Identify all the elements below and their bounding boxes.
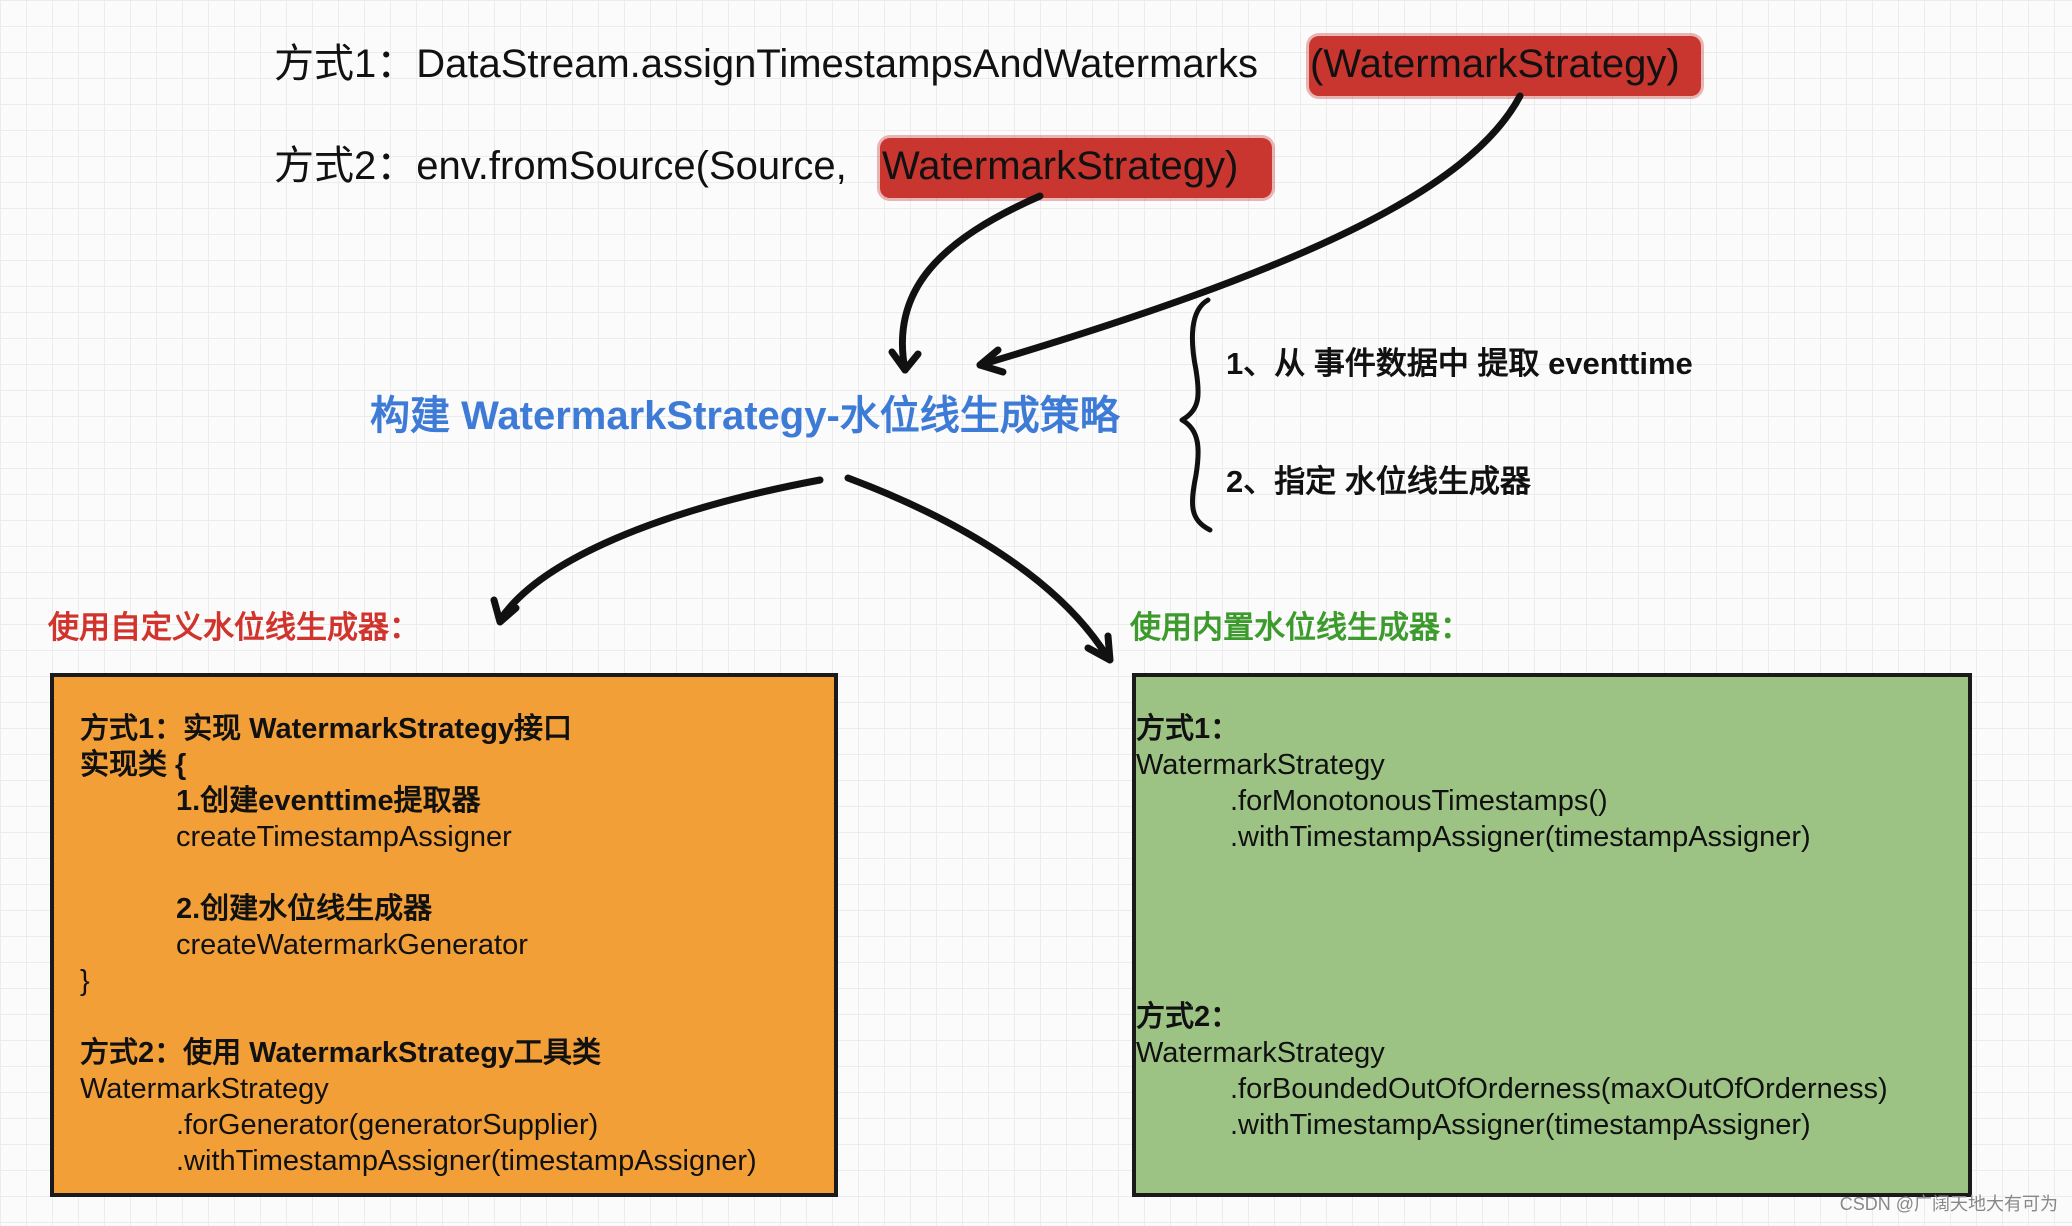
builtin-method2-bounded: .forBoundedOutOfOrderness(maxOutOfOrdern… <box>1230 1073 1888 1105</box>
arrow-custom-head <box>490 596 520 626</box>
builtin-method2-class: WatermarkStrategy <box>1136 1037 1385 1069</box>
builtin-method1-monotonous: .forMonotonousTimestamps() <box>1230 785 1608 817</box>
builtin-method1-label: 方式1： <box>1136 713 1240 745</box>
note-watermark-generator: 2、指定 水位线生成器 <box>1226 464 1531 499</box>
left-section-label: 使用自定义水位线生成器： <box>48 610 420 645</box>
note-extract-eventtime: 1、从 事件数据中 提取 eventtime <box>1226 346 1693 381</box>
arrow-method1-to-title <box>976 92 1524 369</box>
arrow-method2-to-title <box>898 192 1044 374</box>
builtin-generator-box: 方式1： WatermarkStrategy .forMonotonousTim… <box>1132 673 1972 1197</box>
builtin-method1-class: WatermarkStrategy <box>1136 749 1385 781</box>
method2-text: 方式2：env.fromSource(Source, <box>274 142 847 190</box>
method2-prefix: 方式2：env.fromSource(Source, <box>274 144 847 188</box>
custom-impl-class-close: } <box>80 965 90 997</box>
arrow-builtin-head <box>1084 632 1114 664</box>
arrow-title-to-builtin <box>844 474 1112 662</box>
custom-step2-method: createWatermarkGenerator <box>176 929 528 961</box>
custom-step1-method: createTimestampAssigner <box>176 821 512 853</box>
arrow-title-to-custom <box>496 476 824 624</box>
arrow-method2-head <box>888 348 922 374</box>
custom-method2-line: 方式2：使用 WatermarkStrategy工具类 <box>80 1037 602 1069</box>
builtin-method1-with-assigner: .withTimestampAssigner(timestampAssigner… <box>1230 821 1811 853</box>
method1-highlight: (WatermarkStrategy) <box>1310 42 1680 86</box>
custom-method1-line: 方式1：实现 WatermarkStrategy接口 <box>80 713 573 745</box>
method1-prefix: 方式1：DataStream.assignTimestampsAndWaterm… <box>274 42 1258 86</box>
custom-method2-with-assigner: .withTimestampAssigner(timestampAssigner… <box>176 1145 757 1177</box>
method1-text: 方式1：DataStream.assignTimestampsAndWaterm… <box>274 40 1258 88</box>
custom-step2: 2.创建水位线生成器 <box>176 893 433 925</box>
curly-brace <box>1179 297 1213 533</box>
arrow-method1-head <box>976 346 1007 376</box>
right-section-label: 使用内置水位线生成器： <box>1130 610 1471 645</box>
method2-highlight: WatermarkStrategy) <box>882 144 1239 188</box>
custom-method2-for-generator: .forGenerator(generatorSupplier) <box>176 1109 599 1141</box>
builtin-method2-with-assigner: .withTimestampAssigner(timestampAssigner… <box>1230 1109 1811 1141</box>
custom-impl-class-open: 实现类 { <box>80 749 187 781</box>
custom-generator-box: 方式1：实现 WatermarkStrategy接口 实现类 { 1.创建eve… <box>50 673 838 1197</box>
builtin-method2-label: 方式2： <box>1136 1001 1240 1033</box>
center-title: 构建 WatermarkStrategy-水位线生成策略 <box>370 394 1120 438</box>
custom-step1: 1.创建eventtime提取器 <box>176 785 481 817</box>
csdn-watermark: CSDN @广阔天地大有可为 <box>1839 1194 2058 1214</box>
custom-method2-class: WatermarkStrategy <box>80 1073 329 1105</box>
